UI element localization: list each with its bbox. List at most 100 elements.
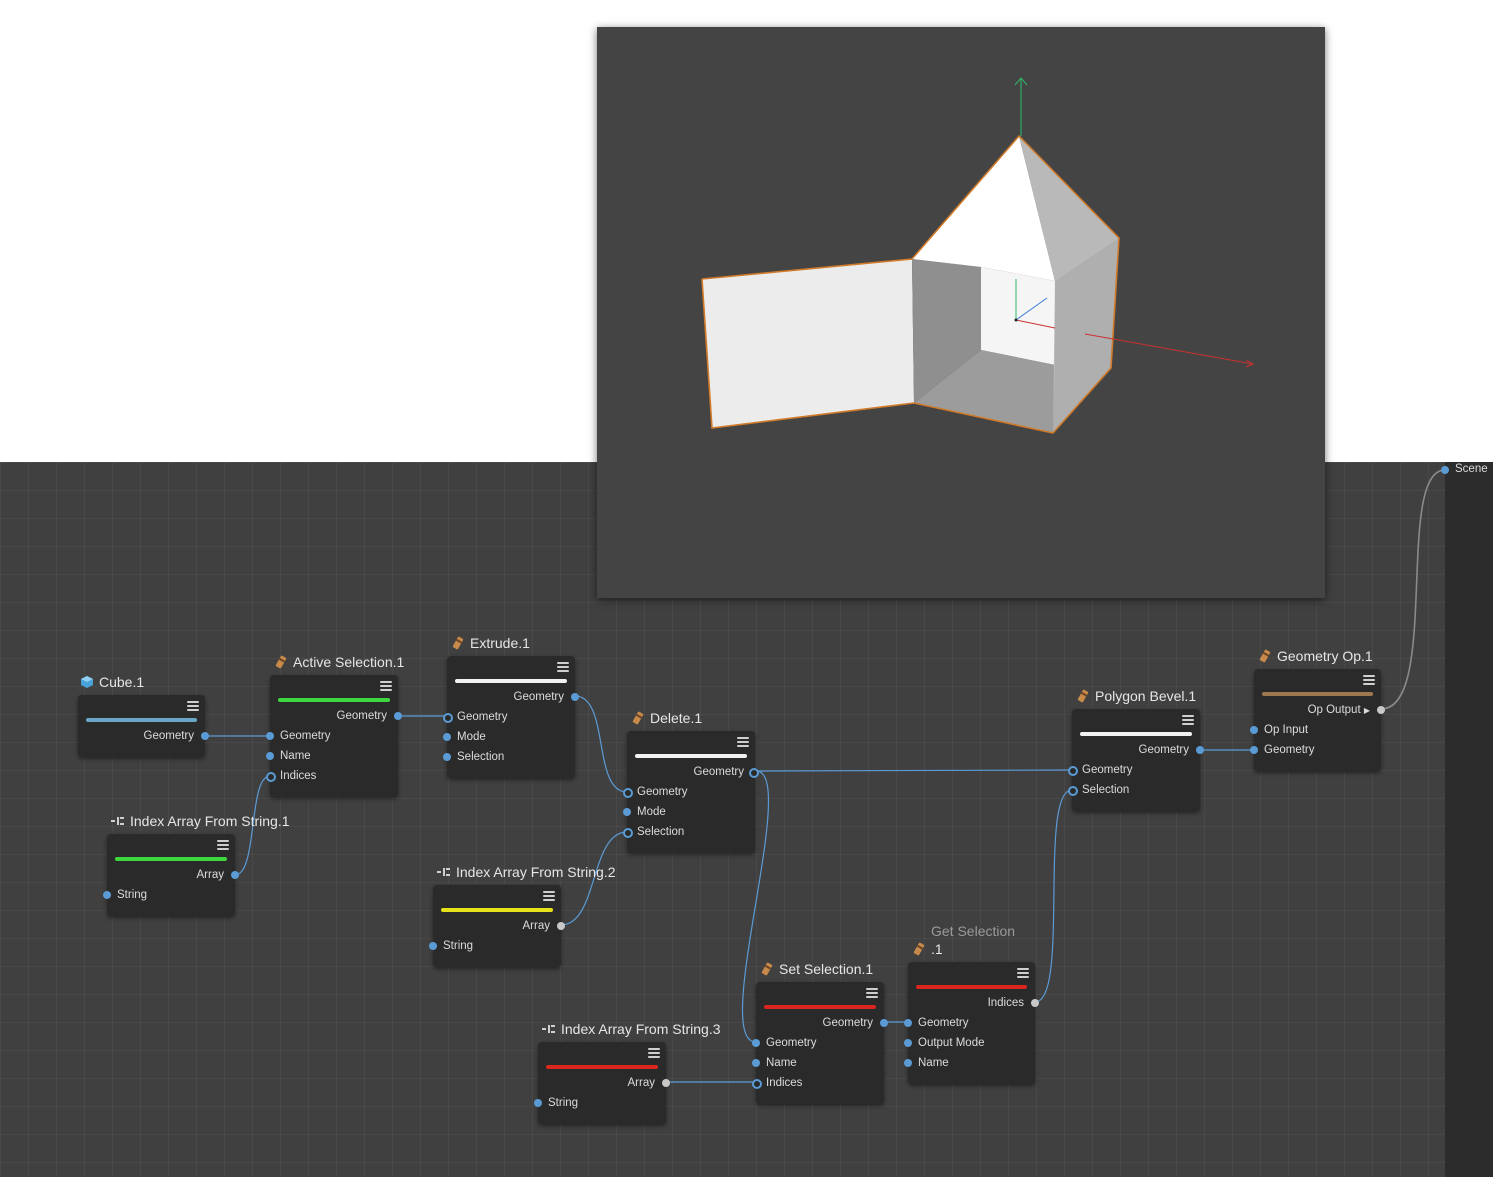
node-title-line2: .1	[931, 941, 943, 957]
input-label-string: String	[548, 1097, 579, 1109]
node-menu-icon[interactable]	[737, 737, 749, 747]
input-port-selection[interactable]	[443, 753, 451, 761]
output-port-op-output[interactable]	[1377, 706, 1385, 714]
output-label-geometry: Geometry	[1138, 744, 1190, 756]
node-title: Cube.1	[99, 674, 145, 690]
operator-icon	[452, 636, 464, 650]
input-label-geometry: Geometry	[280, 730, 331, 742]
input-port-string[interactable]	[103, 891, 111, 899]
output-label-array: Array	[196, 869, 224, 881]
output-port-geometry[interactable]	[880, 1019, 888, 1027]
input-label-geometry: Geometry	[637, 786, 688, 798]
output-port-geometry[interactable]	[201, 732, 209, 740]
input-label-selection: Selection	[457, 751, 505, 763]
node-menu-icon[interactable]	[1182, 715, 1194, 725]
node-color-bar	[441, 908, 553, 912]
cube-icon	[81, 676, 93, 688]
input-port-geometry[interactable]	[266, 732, 274, 740]
node-menu-icon[interactable]	[187, 701, 199, 711]
output-port-geometry[interactable]	[749, 768, 759, 778]
input-label-geometry: Geometry	[766, 1037, 817, 1049]
input-label-string: String	[443, 940, 474, 952]
3d-viewport[interactable]	[597, 27, 1325, 598]
node-menu-icon[interactable]	[217, 840, 229, 850]
node-menu-icon[interactable]	[648, 1048, 660, 1058]
operator-icon	[761, 962, 773, 976]
index-array-icon	[542, 1025, 555, 1033]
output-label-geometry: Geometry	[336, 710, 388, 722]
input-label-geometry: Geometry	[457, 711, 508, 723]
output-port-array[interactable]	[662, 1079, 670, 1087]
operator-icon	[275, 655, 287, 669]
input-label-output-mode: Output Mode	[918, 1037, 985, 1049]
node-menu-icon[interactable]	[380, 681, 392, 691]
input-port-selection[interactable]	[1068, 786, 1078, 796]
node-menu-icon[interactable]	[543, 891, 555, 901]
input-port-geometry[interactable]	[1068, 766, 1078, 776]
node-title: Geometry Op.1	[1277, 648, 1373, 664]
input-port-geometry[interactable]	[443, 713, 453, 723]
input-label-mode: Mode	[457, 731, 486, 743]
input-label-selection: Selection	[1082, 784, 1130, 796]
output-port-indices[interactable]	[1031, 999, 1039, 1007]
input-label-op-input: Op Input	[1264, 724, 1309, 736]
input-label-name: Name	[918, 1057, 949, 1069]
output-port-geometry[interactable]	[394, 712, 402, 720]
input-label-indices: Indices	[766, 1077, 803, 1089]
input-port-indices[interactable]	[266, 772, 276, 782]
node-color-bar	[1080, 732, 1192, 736]
output-label-geometry: Geometry	[143, 730, 195, 742]
node-color-bar	[635, 754, 747, 758]
input-port-indices[interactable]	[752, 1079, 762, 1089]
output-label-indices: Indices	[987, 997, 1024, 1009]
input-label-geometry: Geometry	[1264, 744, 1315, 756]
node-menu-icon[interactable]	[1363, 675, 1375, 685]
node-color-bar	[916, 985, 1027, 989]
output-label-geometry: Geometry	[822, 1017, 874, 1029]
output-label-array: Array	[522, 920, 550, 932]
operator-icon	[632, 711, 644, 725]
output-port-geometry[interactable]	[571, 693, 579, 701]
input-port-op-input[interactable]	[1250, 726, 1258, 734]
input-port-output-mode[interactable]	[904, 1039, 912, 1047]
node-menu-icon[interactable]	[1017, 968, 1029, 978]
input-label-geometry: Geometry	[918, 1017, 969, 1029]
node-color-bar	[546, 1065, 658, 1069]
index-array-icon	[111, 817, 124, 825]
input-port-name[interactable]	[266, 752, 274, 760]
node-menu-icon[interactable]	[866, 988, 878, 998]
scene-label: Scene	[1455, 463, 1488, 475]
input-port-geometry[interactable]	[623, 788, 633, 798]
input-port-string[interactable]	[429, 942, 437, 950]
input-port-string[interactable]	[534, 1099, 542, 1107]
scene-port[interactable]	[1441, 466, 1449, 474]
node-menu-icon[interactable]	[557, 662, 569, 672]
viewport-render	[701, 77, 1255, 434]
input-port-selection[interactable]	[623, 828, 633, 838]
input-label-selection: Selection	[637, 826, 685, 838]
output-label-array: Array	[627, 1077, 655, 1089]
output-port-geometry[interactable]	[1196, 746, 1204, 754]
input-port-mode[interactable]	[623, 808, 631, 816]
input-port-geometry[interactable]	[1250, 746, 1258, 754]
input-port-geometry[interactable]	[752, 1039, 760, 1047]
node-title: Index Array From String.3	[561, 1021, 721, 1037]
input-label-name: Name	[280, 750, 311, 762]
input-port-mode[interactable]	[443, 733, 451, 741]
output-label-geometry: Geometry	[513, 691, 565, 703]
input-label-name: Name	[766, 1057, 797, 1069]
index-array-icon	[437, 868, 450, 876]
input-port-name[interactable]	[752, 1059, 760, 1067]
triangle-right-icon: ▶	[1363, 706, 1370, 715]
output-port-array[interactable]	[557, 922, 565, 930]
node-title: Delete.1	[650, 710, 703, 726]
node-color-bar	[764, 1005, 876, 1009]
output-label-op-output: Op Output ▶	[1307, 704, 1370, 716]
input-label-string: String	[117, 889, 148, 901]
output-port-array[interactable]	[231, 871, 239, 879]
input-port-geometry[interactable]	[904, 1019, 912, 1027]
node-title: Active Selection.1	[293, 654, 405, 670]
input-port-name[interactable]	[904, 1059, 912, 1067]
operator-icon	[1259, 649, 1271, 663]
node-color-bar	[278, 698, 390, 702]
